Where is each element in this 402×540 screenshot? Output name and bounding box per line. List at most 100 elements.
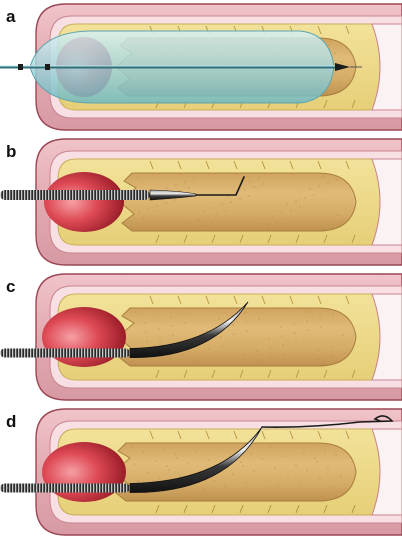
occlusion-speck: [232, 473, 234, 475]
occlusion-speck: [342, 334, 344, 336]
occlusion-speck: [272, 215, 274, 217]
occlusion-speck: [230, 201, 232, 203]
occlusion-speck: [316, 461, 318, 463]
blood-lumen: [42, 442, 126, 502]
occlusion-speck: [305, 311, 307, 313]
occlusion-speck: [218, 318, 220, 320]
occlusion-speck: [158, 328, 160, 330]
occlusion-speck: [213, 480, 215, 482]
occlusion-speck: [179, 190, 181, 192]
occlusion-speck: [184, 495, 186, 497]
occlusion-speck: [287, 476, 289, 478]
occlusion-speck: [276, 221, 278, 223]
occlusion-speck: [340, 475, 342, 477]
occlusion-speck: [249, 180, 251, 182]
occlusion-speck: [282, 344, 284, 346]
occlusion-speck: [203, 488, 205, 490]
occlusion-speck: [335, 454, 337, 456]
occlusion-speck: [184, 322, 186, 324]
occlusion-speck: [166, 465, 168, 467]
curved-catheter-coil: [0, 348, 130, 358]
occlusion-speck: [319, 317, 321, 319]
plaque-striation: [183, 234, 188, 244]
occlusion-speck: [336, 179, 338, 181]
occlusion-speck: [244, 312, 246, 314]
occlusion-speck: [206, 330, 208, 332]
occlusion-speck: [216, 213, 218, 215]
vessel-opening: [371, 23, 402, 111]
occlusion-speck: [328, 44, 330, 46]
occlusion-speck: [311, 490, 313, 492]
panel-a: a: [0, 3, 402, 131]
occlusion-speck: [155, 460, 157, 462]
occlusion-speck: [306, 320, 308, 322]
plaque-striation: [351, 234, 356, 244]
occlusion-speck: [134, 463, 136, 465]
occlusion-speck: [290, 493, 292, 495]
plaque-striation: [211, 504, 216, 514]
occlusion-speck: [250, 453, 252, 455]
occlusion-speck: [344, 352, 346, 354]
occlusion-speck: [151, 214, 153, 216]
occlusion-speck: [261, 458, 263, 460]
occlusion-speck: [165, 202, 167, 204]
plaque-striation: [211, 234, 216, 244]
occlusion-speck: [243, 353, 245, 355]
plaque-striation: [239, 369, 244, 379]
occlusion-speck: [313, 194, 315, 196]
occlusion-speck: [285, 218, 287, 220]
plaque-striation: [183, 504, 188, 514]
occlusion-speck: [221, 204, 223, 206]
occlusion-speck: [233, 333, 235, 335]
occlusion-speck: [142, 451, 144, 453]
plaque-striation: [323, 99, 328, 109]
occlusion-speck: [286, 203, 288, 205]
plaque-striation: [239, 504, 244, 514]
plaque-striation: [317, 430, 322, 440]
occlusion-speck: [320, 326, 322, 328]
plaque-striation: [177, 295, 182, 305]
occlusion-plug: [119, 172, 357, 232]
occlusion-speck: [269, 446, 271, 448]
occlusion-speck: [174, 453, 176, 455]
occlusion-speck: [211, 222, 213, 224]
panel-label: a: [6, 7, 16, 26]
occlusion-speck: [242, 465, 244, 467]
occlusion-speck: [253, 470, 255, 472]
plaque-striation: [233, 430, 238, 440]
occlusion-speck: [225, 210, 227, 212]
plaque-striation: [261, 430, 266, 440]
occlusion-speck: [304, 197, 306, 199]
occlusion-speck: [174, 199, 176, 201]
occlusion-speck: [169, 357, 171, 359]
plaque-striation: [261, 160, 266, 170]
occlusion-speck: [239, 198, 241, 200]
plaque-striation: [289, 430, 294, 440]
occlusion-speck: [309, 188, 311, 190]
guidewire-taper: [149, 189, 197, 201]
occlusion-speck: [295, 200, 297, 202]
panel-b: b: [0, 138, 402, 266]
plaque-striation: [317, 295, 322, 305]
occlusion-speck: [282, 455, 284, 457]
occlusion-speck: [189, 222, 191, 224]
occlusion-speck: [175, 184, 177, 186]
plaque-striation: [149, 295, 154, 305]
plaque-striation: [211, 369, 216, 379]
plaque-striation: [155, 504, 160, 514]
panel-label: b: [6, 142, 16, 161]
blood-lumen: [44, 172, 124, 232]
occlusion-speck: [246, 330, 248, 332]
occlusion-speck: [327, 466, 329, 468]
occlusion-speck: [145, 331, 147, 333]
occlusion-speck: [179, 474, 181, 476]
occlusion-speck: [209, 357, 211, 359]
occlusion-speck: [147, 208, 149, 210]
occlusion-speck: [138, 211, 140, 213]
occlusion-speck: [332, 314, 334, 316]
plaque-striation: [351, 99, 356, 109]
occlusion-speck: [237, 494, 239, 496]
occlusion-speck: [262, 183, 264, 185]
occlusion-speck: [156, 205, 158, 207]
occlusion-speck: [279, 488, 281, 490]
